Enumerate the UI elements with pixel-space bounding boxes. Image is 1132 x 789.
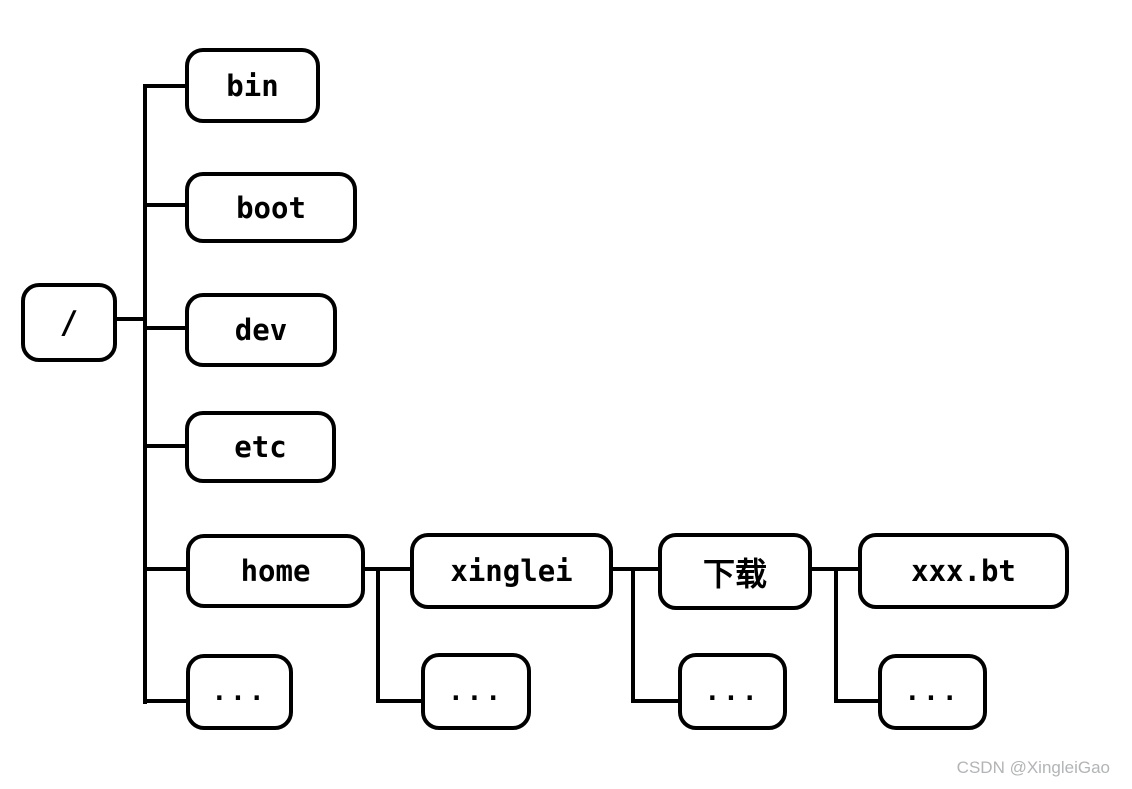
node-xinglei-more: ... xyxy=(678,653,787,730)
stub-xinglei-more xyxy=(633,699,680,703)
node-home: home xyxy=(186,534,365,608)
node-bin: bin xyxy=(185,48,320,123)
csdn-watermark: CSDN @XingleiGao xyxy=(956,758,1110,777)
trunk-home-children xyxy=(376,567,380,703)
trunk-root-children xyxy=(143,84,147,704)
stub-boot xyxy=(145,203,187,207)
connector-home-to-xinglei xyxy=(363,567,412,571)
node-downloads-more: ... xyxy=(878,654,987,730)
connector-xinglei-to-downloads xyxy=(611,567,660,571)
node-xinglei: xinglei xyxy=(410,533,613,609)
node-dev: dev xyxy=(185,293,337,367)
trunk-downloads-children xyxy=(834,567,838,703)
stub-etc xyxy=(145,444,187,448)
stub-home-more xyxy=(378,699,423,703)
stub-bin xyxy=(145,84,187,88)
stub-downloads-more xyxy=(836,699,880,703)
node-home-more: ... xyxy=(421,653,531,730)
node-root-more: ... xyxy=(186,654,293,730)
node-etc: etc xyxy=(185,411,336,483)
stub-dev xyxy=(145,326,187,330)
node-boot: boot xyxy=(185,172,357,243)
node-root: / xyxy=(21,283,117,362)
stub-root-more xyxy=(145,699,188,703)
node-downloads: 下载 xyxy=(658,533,812,610)
node-torrent-file: xxx.bt xyxy=(858,533,1069,609)
stub-home xyxy=(145,567,188,571)
connector-root-to-trunk xyxy=(113,317,145,321)
trunk-xinglei-children xyxy=(631,567,635,703)
